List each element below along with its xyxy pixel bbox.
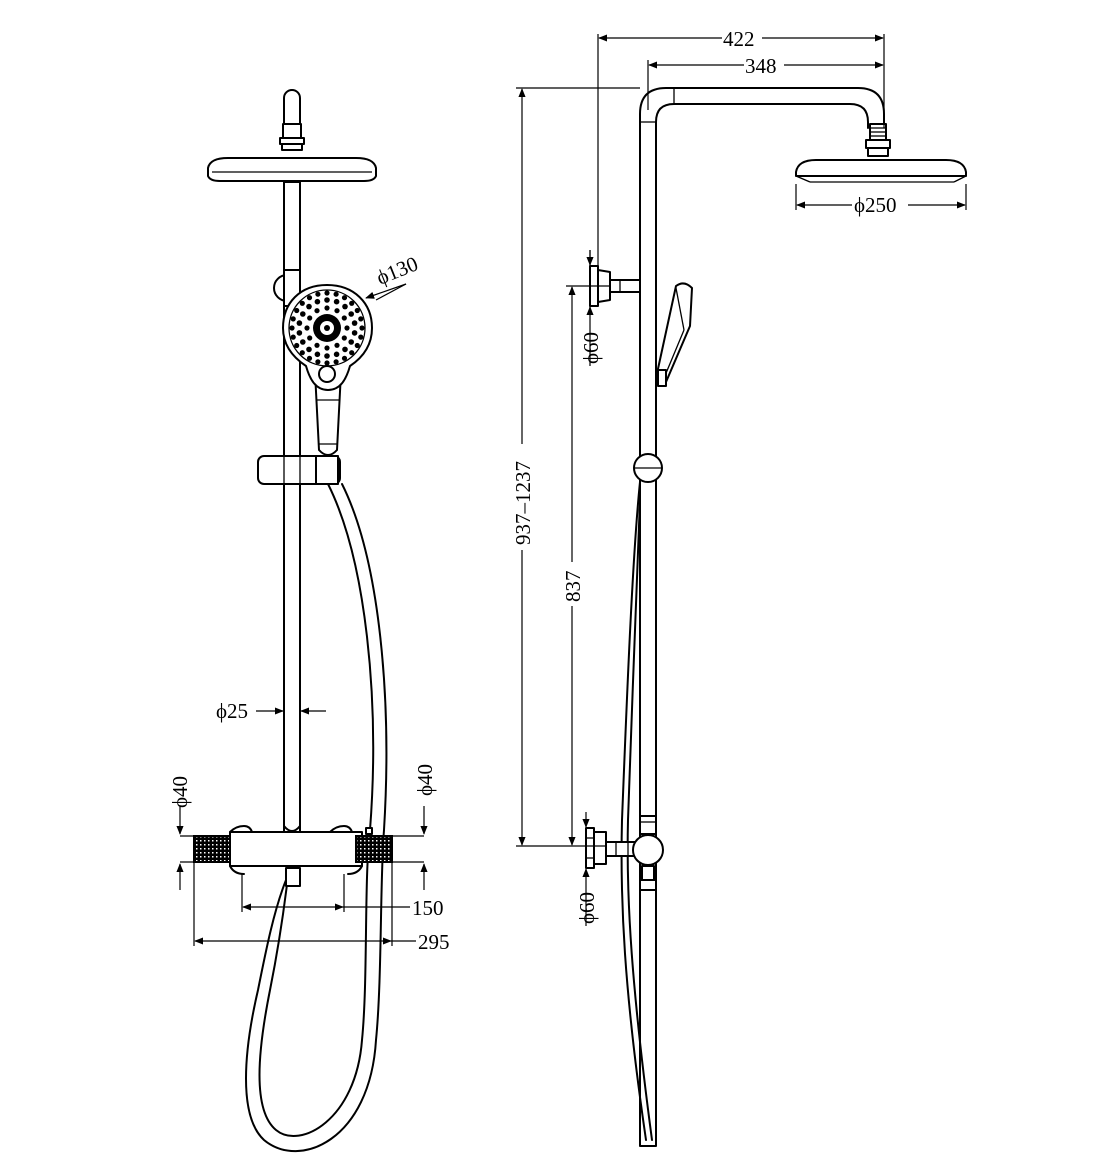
front-mixer-left-thread xyxy=(193,835,231,863)
nozzle-dot xyxy=(341,355,348,361)
front-mixer-body xyxy=(229,831,363,867)
nozzle-dot xyxy=(333,298,340,305)
nozzle-dot xyxy=(359,325,365,331)
nozzle-dot xyxy=(342,303,348,310)
dim-height-range: 937–1237 xyxy=(511,461,535,545)
nozzle-dot xyxy=(344,325,350,331)
nozzle-dot xyxy=(324,360,330,366)
nozzle-dot xyxy=(314,298,321,305)
nozzle-dot xyxy=(296,330,303,336)
nozzle-dot xyxy=(324,353,330,359)
nozzle-dot xyxy=(306,355,313,361)
dim-hand-shower-diameter: ϕ130 xyxy=(373,251,421,289)
nozzle-dot xyxy=(341,315,347,321)
nozzle-dot xyxy=(333,359,339,365)
nozzle-dot xyxy=(299,300,305,306)
front-hand-shower-nozzles xyxy=(289,290,365,366)
nozzle-dot xyxy=(306,303,312,310)
nozzle-dot xyxy=(349,300,355,306)
front-overhead-shower xyxy=(207,157,377,182)
dim-outlet-spacing: 150 xyxy=(412,896,444,920)
front-view: ϕ130 ϕ25 ϕ40 ϕ40 150 295 xyxy=(168,89,450,1153)
nozzle-dot xyxy=(333,291,339,297)
side-overhead-shower xyxy=(795,159,967,177)
nozzle-dot xyxy=(358,316,364,322)
nozzle-dot xyxy=(289,325,295,331)
side-hose xyxy=(620,481,647,1141)
nozzle-dot xyxy=(315,291,321,297)
nozzle-dot xyxy=(348,339,355,345)
dim-mixer-right-diameter: ϕ40 xyxy=(413,764,437,796)
nozzle-dot xyxy=(307,335,313,341)
nozzle-dot xyxy=(314,351,321,358)
nozzle-dot xyxy=(306,346,312,353)
dim-rail-diameter: ϕ25 xyxy=(216,699,248,723)
front-hand-shower-handle xyxy=(314,371,342,456)
nozzle-dot xyxy=(334,342,340,348)
nozzle-dot xyxy=(358,334,364,340)
dim-overall-projection: 422 xyxy=(723,27,755,51)
dim-mixer-width: 295 xyxy=(418,930,450,954)
dim-bottom-bracket-diameter: ϕ60 xyxy=(575,892,599,924)
nozzle-dot xyxy=(324,305,330,311)
nozzle-dot xyxy=(341,335,347,341)
nozzle-dot xyxy=(354,307,360,314)
nozzle-dot xyxy=(324,290,330,296)
nozzle-dot xyxy=(324,345,330,351)
nozzle-dot xyxy=(333,351,340,358)
nozzle-dot xyxy=(300,339,306,345)
nozzle-dot xyxy=(354,342,360,349)
nozzle-dot xyxy=(315,359,321,365)
side-hand-shower xyxy=(655,282,693,383)
dim-mixer-left-diameter: ϕ40 xyxy=(168,776,192,808)
side-mixer-valve xyxy=(632,834,664,866)
nozzle-dot xyxy=(294,342,300,349)
front-arm-stub xyxy=(283,89,301,125)
dim-top-bracket-diameter: ϕ60 xyxy=(579,332,603,364)
front-hose-outer xyxy=(258,483,375,1137)
nozzle-dot xyxy=(296,320,303,326)
nozzle-dot xyxy=(306,295,313,301)
nozzle-dot xyxy=(299,350,305,356)
side-view: 422 348 ϕ250 937–1237 837 ϕ60 ϕ60 xyxy=(511,26,967,1147)
nozzle-dot xyxy=(334,308,340,314)
nozzle-dot xyxy=(314,308,320,314)
dim-arm-projection: 348 xyxy=(745,54,777,78)
nozzle-dot xyxy=(304,325,310,331)
nozzle-dot xyxy=(341,295,348,301)
nozzle-dot xyxy=(351,330,358,336)
front-arm-collar xyxy=(282,123,302,139)
nozzle-dot xyxy=(348,311,355,317)
nozzle-dot xyxy=(307,315,313,321)
nozzle-dot xyxy=(290,316,296,322)
nozzle-dot xyxy=(342,346,348,353)
nozzle-dot xyxy=(314,342,320,348)
side-riser-arm xyxy=(639,87,885,1145)
nozzle-dot xyxy=(290,334,296,340)
nozzle-dot xyxy=(351,320,358,326)
front-mixer-outlet xyxy=(285,867,301,887)
nozzle-dot xyxy=(294,307,300,314)
front-mixer-right-thread xyxy=(355,835,393,863)
nozzle-dot xyxy=(300,311,306,317)
dim-fixing-centres: 837 xyxy=(561,571,585,603)
side-bottom-wall-bracket xyxy=(585,827,595,869)
dim-overhead-diameter: ϕ250 xyxy=(854,193,897,217)
nozzle-dot xyxy=(349,350,355,356)
nozzle-dot xyxy=(324,297,330,303)
